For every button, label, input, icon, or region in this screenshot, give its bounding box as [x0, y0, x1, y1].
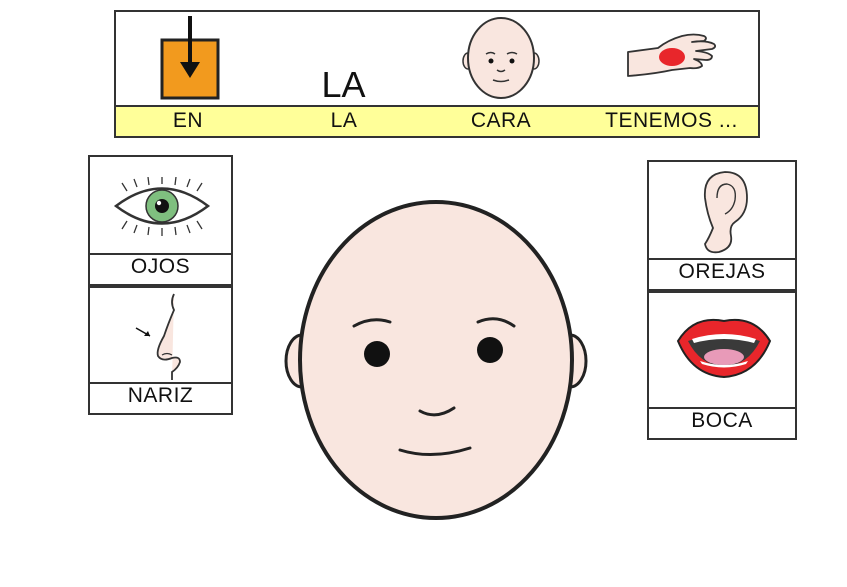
boca-card	[647, 291, 797, 409]
ojos-card	[88, 155, 233, 255]
label-la: LA	[330, 109, 358, 132]
ear-icon	[695, 168, 751, 256]
mouth-icon	[674, 311, 774, 381]
la-word: LA	[321, 64, 366, 105]
ojos-label-text: OJOS	[130, 255, 191, 278]
label-en: EN	[172, 109, 204, 132]
label-tenemos: TENEMOS ...	[605, 109, 738, 132]
nariz-label-text: NARIZ	[127, 384, 194, 407]
arrow-into-box-icon	[156, 12, 226, 107]
orejas-card	[647, 160, 797, 260]
eye-icon	[112, 177, 212, 237]
hand-holding-icon	[624, 12, 719, 107]
sentence-strip: LA	[114, 10, 760, 138]
label-cara: CARA	[470, 109, 532, 132]
orejas-label: OREJAS	[647, 258, 797, 291]
face-icon	[456, 12, 546, 107]
nariz-label: NARIZ	[88, 382, 233, 415]
boca-label: BOCA	[647, 407, 797, 440]
boca-label-text: BOCA	[691, 409, 753, 432]
sentence-labels: EN LA CARA TENEMOS ...	[116, 105, 758, 136]
big-face-icon	[282, 198, 592, 528]
nose-icon	[132, 292, 192, 382]
orejas-label-text: OREJAS	[678, 260, 766, 283]
sentence-pictures: LA	[116, 12, 758, 107]
ojos-label: OJOS	[88, 253, 233, 286]
nariz-card	[88, 286, 233, 384]
